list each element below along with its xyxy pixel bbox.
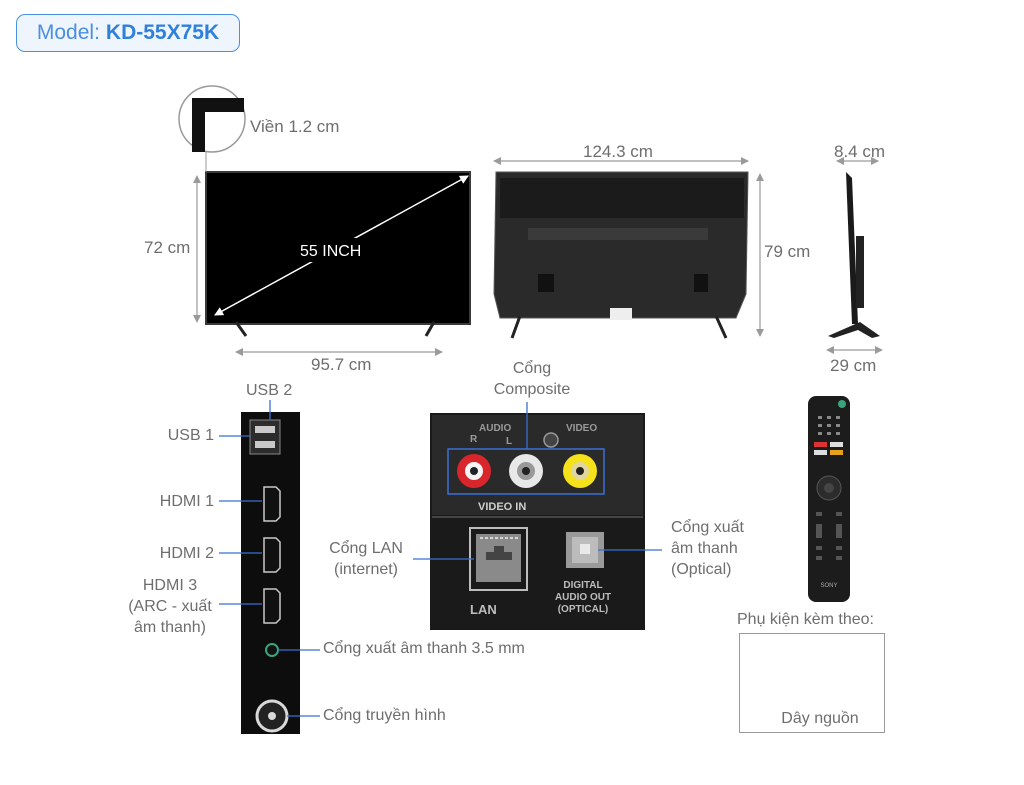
bezel-label: Viền 1.2 cm: [250, 117, 340, 136]
panel-print-digital1: DIGITAL: [563, 580, 603, 591]
optical-port-icon: [566, 532, 604, 568]
rca-red-jack-icon: [457, 454, 491, 488]
model-label: Model:: [36, 21, 100, 44]
panel-print-l: L: [506, 436, 513, 447]
panel-print-audio: AUDIO: [479, 423, 512, 434]
panel-print-digital2: AUDIO OUT: [554, 592, 612, 603]
composite-label-line2: Composite: [493, 381, 571, 398]
rca-white-jack-icon: [509, 454, 543, 488]
hdmi3-label-line3: âm thanh): [133, 619, 207, 636]
remote-control-icon: [808, 396, 850, 602]
hdmi1-port-icon: [263, 486, 281, 522]
usb-port-icon: [249, 419, 281, 455]
power-cord-label: Dây nguồn: [781, 710, 859, 727]
hdmi2-label: HDMI 2: [159, 545, 214, 562]
back-connector-panel: [430, 413, 645, 630]
tv-side-view: [828, 172, 880, 338]
audio-jack-icon: [265, 643, 279, 657]
diagonal-label: 55 INCH: [300, 243, 362, 260]
hdmi3-label-line2: (ARC - xuất: [128, 598, 212, 615]
antenna-label: Cổng truyền hình: [323, 707, 446, 724]
audio-35-label: Cổng xuất âm thanh 3.5 mm: [323, 640, 525, 657]
model-value: KD-55X75K: [105, 21, 220, 44]
back-panel-leader-lines: [413, 402, 662, 560]
side-port-strip: [241, 412, 300, 734]
panel-print-video: VIDEO: [566, 423, 598, 434]
optical-label-line3: (Optical): [671, 561, 732, 578]
panel-print-digital3: (OPTICAL): [557, 604, 609, 615]
screen-width-label: 95.7 cm: [311, 355, 372, 374]
lan-port-icon: [469, 527, 528, 591]
lan-label-line1: Cổng LAN: [329, 540, 403, 557]
panel-print-r: R: [470, 434, 478, 445]
accessory-box: [739, 633, 885, 733]
stand-depth-label: 29 cm: [830, 356, 877, 375]
optical-label-line2: âm thanh: [671, 540, 738, 557]
accessories-title: Phụ kiện kèm theo:: [737, 611, 874, 628]
depth-label: 8.4 cm: [834, 142, 886, 161]
optical-label-line1: Cổng xuất: [671, 519, 744, 536]
panel-print-lan: LAN: [470, 602, 497, 617]
usb1-label: USB 1: [167, 427, 214, 444]
hdmi3-label-line1: HDMI 3: [142, 577, 198, 594]
composite-label-line1: Cổng: [512, 360, 552, 377]
usb2-label: USB 2: [246, 382, 293, 399]
hdmi1-label: HDMI 1: [159, 493, 214, 510]
tv-back-view: [493, 171, 749, 339]
total-width-label: 124.3 cm: [583, 142, 653, 161]
remote-brand-label: SONY: [820, 583, 838, 589]
side-port-leader-lines: [219, 400, 320, 717]
rca-yellow-jack-icon: [563, 454, 597, 488]
model-badge: Model: KD-55X75K: [16, 14, 240, 52]
composite-highlight: [447, 448, 605, 495]
panel-print-video-in: VIDEO IN: [478, 501, 527, 513]
hdmi3-port-icon: [263, 588, 281, 624]
height-label: 72 cm: [144, 238, 191, 257]
hdmi2-port-icon: [263, 537, 281, 573]
lan-label-line2: (internet): [333, 561, 399, 578]
tv-front-view: [178, 85, 471, 337]
total-height-label: 79 cm: [764, 242, 811, 261]
